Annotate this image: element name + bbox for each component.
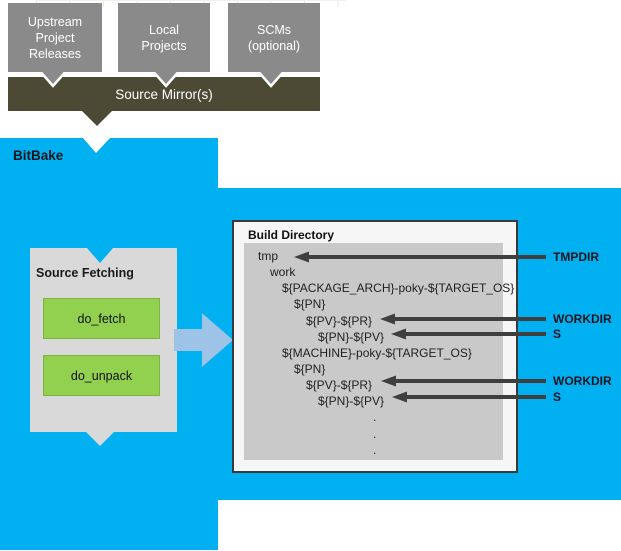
tree-item-machine: ${MACHINE}-poky-${TARGET_OS} — [282, 345, 472, 360]
tree-item-tmp: tmp — [258, 249, 279, 263]
mirror-tail-connector — [82, 111, 112, 126]
tail-triangle — [82, 111, 112, 126]
source-mirrors-label: Source Mirror(s) — [115, 86, 213, 102]
s-label: S — [553, 390, 562, 404]
workdir-label: WORKDIR — [553, 374, 612, 388]
bitbake-label: BitBake — [13, 148, 64, 163]
tree-item-pn: ${PN} — [294, 361, 326, 376]
tree-item-ellipsis-dot: . — [373, 442, 377, 457]
directory-tree-panel — [244, 243, 503, 460]
box-local-projects: Local Projects — [118, 3, 210, 72]
tree-item-pn-pv: ${PN}-${PV} — [318, 329, 385, 344]
tree-item-ellipsis-dot: . — [373, 426, 377, 441]
build-directory-title: Build Directory — [248, 228, 335, 242]
s-label: S — [553, 327, 562, 341]
tail-triangle — [85, 431, 115, 446]
local-projects-label: Local Projects — [141, 22, 187, 53]
directory-tree: tmp work ${PACKAGE_ARCH}-poky-${TARGET_O… — [246, 248, 515, 458]
tree-item-work: work — [270, 265, 296, 280]
source-fetching-panel — [30, 248, 177, 432]
tree-item-pv-pr: ${PV}-${PR} — [306, 378, 373, 393]
scms-optional-label: SCMs (optional) — [247, 22, 301, 53]
tmpdir-label: TMPDIR — [553, 250, 599, 264]
tree-item-ellipsis-dot: . — [373, 410, 377, 425]
right-arrow-shape — [174, 313, 233, 367]
box-upstream-project-releases: Upstream Project Releases — [8, 3, 102, 72]
upstream-project-releases-label: Upstream Project Releases — [27, 14, 83, 61]
tree-item-package-arch: ${PACKAGE_ARCH}-poky-${TARGET_OS} — [282, 281, 515, 296]
tree-item-pv-pr: ${PV}-${PR} — [306, 313, 373, 328]
source-fetching-title: Source Fetching — [36, 266, 134, 280]
tree-item-pn: ${PN} — [294, 297, 326, 312]
source-fetching-tail-connector — [85, 431, 115, 446]
task-do-fetch: do_fetch — [43, 298, 160, 339]
task-do-unpack: do_unpack — [43, 355, 160, 396]
box-scms-optional: SCMs (optional) — [228, 3, 320, 72]
do-unpack-label: do_unpack — [70, 368, 133, 383]
workdir-label: WORKDIR — [553, 312, 612, 326]
flow-arrow-icon — [174, 313, 233, 367]
do-fetch-label: do_fetch — [77, 311, 126, 326]
tree-item-pn-pv: ${PN}-${PV} — [318, 394, 385, 409]
